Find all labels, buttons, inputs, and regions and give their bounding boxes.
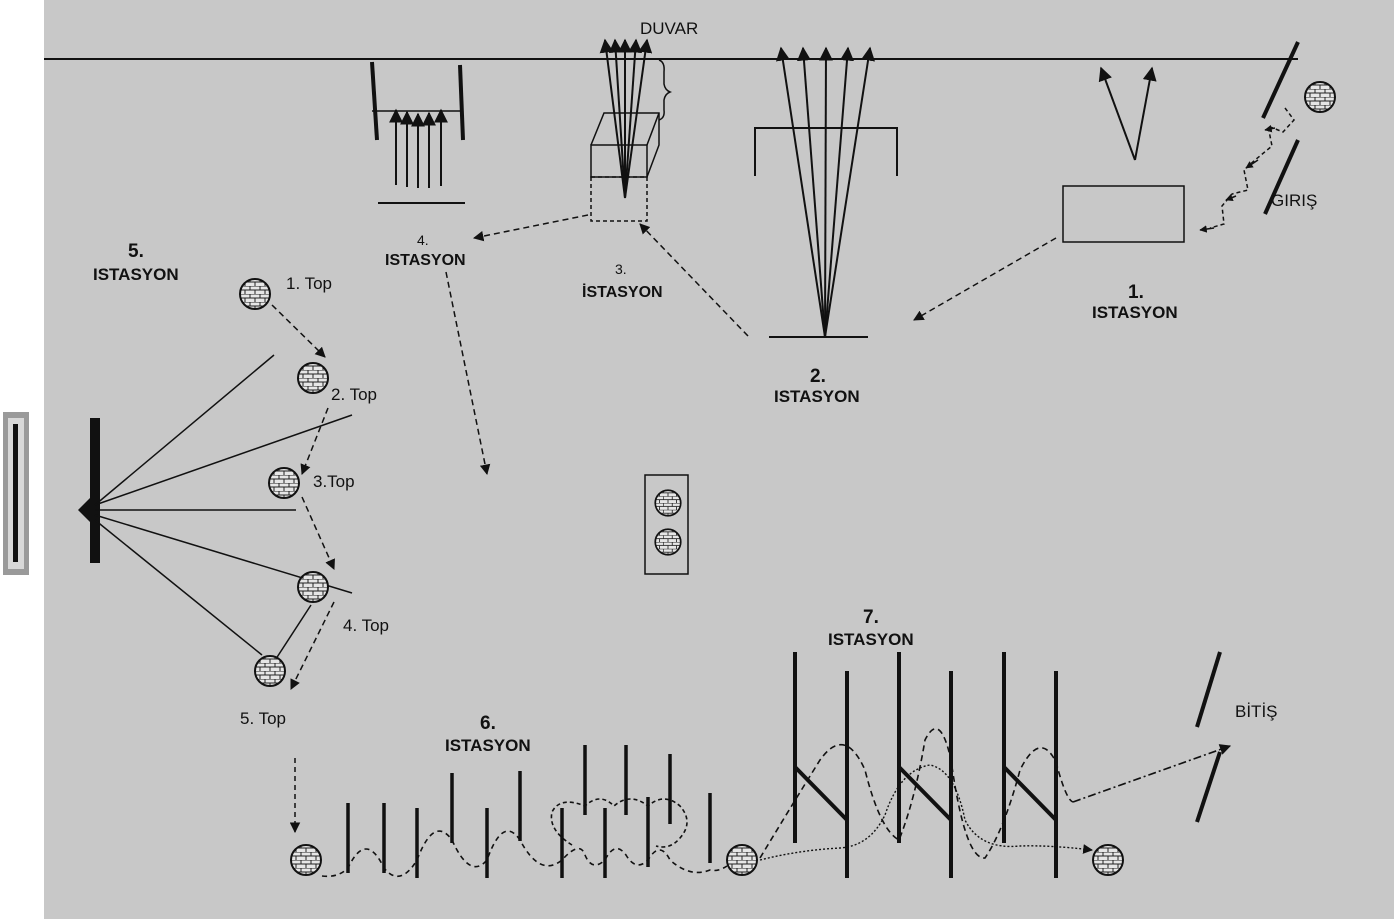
- station-2-drawing: [754, 46, 898, 338]
- station-5-name: ISTASYON: [93, 265, 179, 284]
- station-3-drawing: [590, 38, 673, 222]
- station-4-number: 4.: [417, 232, 429, 248]
- station-5-number: 5.: [128, 241, 144, 262]
- ball-4-label: 4. Top: [343, 616, 389, 635]
- ball-1-icon: [239, 278, 271, 310]
- ball-2-label: 2. Top: [331, 385, 377, 404]
- station-1-number: 1.: [1128, 282, 1144, 303]
- station-1-name: ISTASYON: [1092, 303, 1178, 322]
- station-5-drawing: [78, 304, 353, 834]
- station-4-name: ISTASYON: [385, 252, 466, 269]
- ball-2-icon: [297, 362, 329, 394]
- ball-3-label: 3.Top: [313, 472, 355, 491]
- station-7-name: ISTASYON: [828, 630, 914, 649]
- station-3-number: 3.: [615, 261, 627, 277]
- ball-3-icon: [268, 467, 300, 499]
- station-2-number: 2.: [810, 366, 826, 387]
- station-7-number: 7.: [863, 607, 879, 628]
- station-6-number: 6.: [480, 713, 496, 734]
- station-6-end-ball-icon: [726, 844, 758, 876]
- scroll-handle[interactable]: [3, 412, 29, 575]
- station-2-name: ISTASYON: [774, 387, 860, 406]
- station-7-drawing: [759, 652, 1232, 878]
- diagram-background: [44, 0, 1394, 919]
- path-station4-to-station5: [445, 271, 491, 476]
- station-6-drawing: [321, 745, 728, 878]
- path-station2-to-station3: [639, 223, 749, 337]
- entry-ball-icon: [1304, 81, 1336, 113]
- station-4-drawing: [370, 61, 465, 204]
- station-1-drawing: [1062, 41, 1300, 243]
- station-7-end-ball-icon: [1092, 844, 1124, 876]
- station-6-name: ISTASYON: [445, 736, 531, 755]
- ball-holder: [644, 474, 689, 575]
- ball-4-icon: [297, 571, 329, 603]
- ball-5-label: 5. Top: [240, 709, 286, 728]
- exit-label: BİTİŞ: [1235, 702, 1278, 721]
- ball-5-icon: [254, 655, 286, 687]
- station-3-name: İSTASYON: [582, 283, 663, 301]
- ball-1-label: 1. Top: [286, 274, 332, 293]
- entry-label: GIRIŞ: [1271, 191, 1317, 210]
- path-station1-to-station2: [913, 237, 1057, 321]
- station-6-start-ball-icon: [290, 844, 322, 876]
- wall-label: DUVAR: [640, 19, 698, 38]
- exit-gate: [1195, 651, 1222, 823]
